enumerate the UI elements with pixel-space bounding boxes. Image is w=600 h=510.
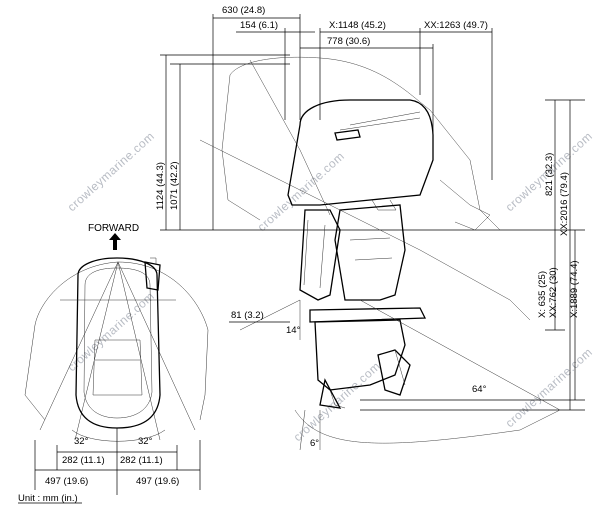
forward-arrow-icon [109,233,121,250]
angle-32-right: 32° [138,436,153,447]
dim-1124: 1124 (44.3) [155,162,166,210]
angle-32-left: 32° [74,436,89,447]
watermark-4: crowleymarine.com [65,289,157,374]
anti-cavitation-plate [309,307,427,323]
top-view-engine [24,257,209,442]
dim-282-right: 282 (11.1) [120,455,163,466]
forward-indicator: FORWARD [88,223,139,250]
dim-1071: 1071 (42.2) [169,161,180,210]
angle-6: 6° [310,438,319,449]
outboard-engine-side [287,99,434,409]
dim-81: 81 (3.2) [231,310,264,321]
dim-x1889: X:1889 (74.4) [569,260,580,318]
dim-630: 630 (24.8) [222,5,265,16]
dim-x1148: X:1148 (45.2) [329,20,386,31]
forward-label: FORWARD [88,223,139,234]
unit-label: Unit : mm (in.) [18,493,78,504]
midsection [334,204,406,301]
dim-282-left: 282 (11.1) [62,455,105,466]
top-dimension-lines [212,14,493,230]
dim-497-left: 497 (19.6) [45,476,88,487]
dim-x635: X: 635 (25) [537,271,548,318]
left-vertical-dimensions: 1124 (44.3) 1071 (42.2) [155,54,290,230]
watermark-2: crowleymarine.com [255,149,347,234]
clamp-bracket [299,209,341,301]
right-vertical-dimensions: 821 (32.3) XX:2016 (79.4) X: 635 (25) XX… [360,99,585,411]
watermark-6: crowleymarine.com [503,345,595,430]
top-view-cowling [75,257,161,429]
watermarks: crowleymarine.com crowleymarine.com crow… [65,129,595,444]
dim-xx762: XX:762 (30) [548,267,559,318]
angle-14: 14° [286,325,301,336]
tilt-arcs [239,299,561,451]
angle-64: 64° [472,384,487,395]
dim-821: 821 (32.3) [544,153,555,196]
dim-778: 778 (30.6) [327,36,370,47]
watermark-1: crowleymarine.com [65,129,157,214]
dim-154: 154 (6.1) [240,20,278,31]
top-view-dimensions: 32° 32° 282 (11.1) 282 (11.1) 497 (19.6)… [34,428,201,495]
tilted-engine-ghost [199,56,531,321]
dim-xx2016: XX:2016 (79.4) [559,172,570,236]
dim-xx1263: XX:1263 (49.7) [424,20,488,31]
dim-497-right: 497 (19.6) [136,476,179,487]
propeller [377,349,411,396]
engine-cowling [287,99,434,206]
top-dimension-labels: 630 (24.8) 154 (6.1) X:1148 (45.2) XX:12… [222,5,488,47]
